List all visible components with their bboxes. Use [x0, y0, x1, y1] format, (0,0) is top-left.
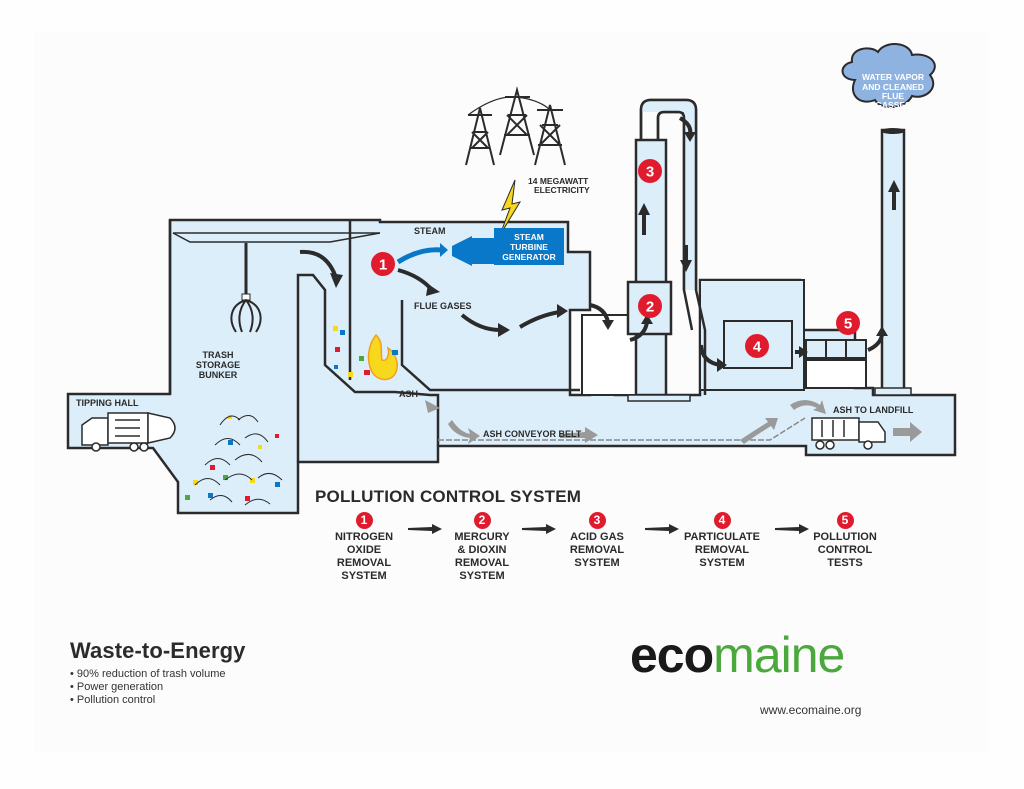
step-text: MERCURY & DIOXIN REMOVAL SYSTEM: [454, 531, 510, 582]
turbine-arrow-shape: [452, 236, 494, 266]
step-text: POLLUTION CONTROL TESTS: [813, 531, 877, 569]
arrow-right-icon: [645, 524, 679, 534]
cloud-icon: [841, 43, 936, 108]
svg-text:2: 2: [646, 299, 654, 316]
garbage-truck-icon: [81, 412, 176, 452]
cloud-label-3: FLUE: [882, 91, 905, 101]
cloud-label-4: GASSES: [875, 100, 911, 110]
flue-gases-label: FLUE GASES: [414, 301, 472, 311]
summary-bullet: Power generation: [70, 681, 245, 694]
ash-to-landfill-label: ASH TO LANDFILL: [833, 405, 914, 415]
svg-text:3: 3: [646, 164, 654, 181]
power-tower-icon: [465, 86, 566, 166]
badge-1: 1: [371, 252, 395, 276]
cloud-label-2: AND CLEANED: [862, 82, 924, 92]
pcs-step-1: 1 NITROGEN OXIDE REMOVAL SYSTEM: [314, 511, 414, 583]
bunker-label-2: STORAGE: [196, 360, 240, 370]
smokestack: [880, 128, 906, 392]
step-number: 4: [713, 512, 731, 529]
pcs-step-5: 5 POLLUTION CONTROL TESTS: [795, 511, 895, 570]
pcs-step-3: 3 ACID GAS REMOVAL SYSTEM: [547, 511, 647, 570]
pollution-control-title: POLLUTION CONTROL SYSTEM: [315, 487, 582, 506]
step-text: PARTICULATE REMOVAL SYSTEM: [684, 531, 760, 569]
svg-text:4: 4: [753, 339, 762, 356]
steam-arrow: [396, 247, 443, 265]
turbine-label-1: STEAM: [514, 232, 544, 242]
bunker-label-3: BUNKER: [199, 370, 238, 380]
badge-2: 2: [638, 294, 662, 318]
badge-5: 5: [836, 311, 860, 335]
trash-pieces: [185, 326, 398, 501]
summary-heading: Waste-to-Energy: [70, 638, 246, 663]
summary-list: 90% reduction of trash volume Power gene…: [70, 668, 245, 707]
logo-eco: eco: [630, 627, 714, 683]
summary-bullet: Pollution control: [70, 694, 245, 707]
fire-icon: [367, 333, 399, 381]
tipping-hall-label: TIPPING HALL: [76, 398, 139, 408]
step-number: 1: [355, 512, 373, 529]
electricity-label-1: 14 MEGAWATT: [528, 176, 589, 186]
logo-maine: maine: [713, 627, 845, 683]
crane-claw-icon: [230, 299, 262, 333]
summary-bullet: 90% reduction of trash volume: [70, 668, 245, 681]
step-number: 2: [473, 512, 491, 529]
electricity-label-2: ELECTRICITY: [534, 185, 590, 195]
badge-4: 4: [745, 334, 769, 358]
steam-label: STEAM: [414, 226, 446, 236]
step-text: NITROGEN OXIDE REMOVAL SYSTEM: [334, 531, 394, 582]
turbine-label-3: GENERATOR: [502, 252, 556, 262]
ash-label: ASH: [399, 389, 418, 399]
badge-3: 3: [638, 159, 662, 183]
step-number: 5: [836, 512, 854, 529]
turbine-label-2: TURBINE: [510, 242, 548, 252]
svg-text:5: 5: [844, 316, 852, 333]
steam-turbine-generator: [494, 228, 564, 265]
step-number: 3: [588, 512, 606, 529]
cloud-label-1: WATER VAPOR: [862, 72, 924, 82]
ecomaine-logo: ecomaine: [630, 627, 845, 683]
arrow-right-icon: [775, 524, 809, 534]
pcs-step-4: 4 PARTICULATE REMOVAL SYSTEM: [672, 511, 772, 570]
pcs-step-2: 2 MERCURY & DIOXIN REMOVAL SYSTEM: [432, 511, 532, 583]
ash-conveyor-label: ASH CONVEYOR BELT: [483, 429, 582, 439]
arrow-right-icon: [408, 524, 442, 534]
website-url[interactable]: www.ecomaine.org: [760, 703, 862, 717]
summary-block: Waste-to-Energy 90% reduction of trash v…: [70, 638, 245, 707]
svg-text:1: 1: [379, 257, 387, 274]
step-text: ACID GAS REMOVAL SYSTEM: [569, 531, 625, 569]
ash-arrow: [425, 400, 440, 413]
ash-truck-icon: [811, 417, 886, 450]
bunker-label-1: TRASH: [203, 350, 234, 360]
arrow-right-icon: [522, 524, 556, 534]
